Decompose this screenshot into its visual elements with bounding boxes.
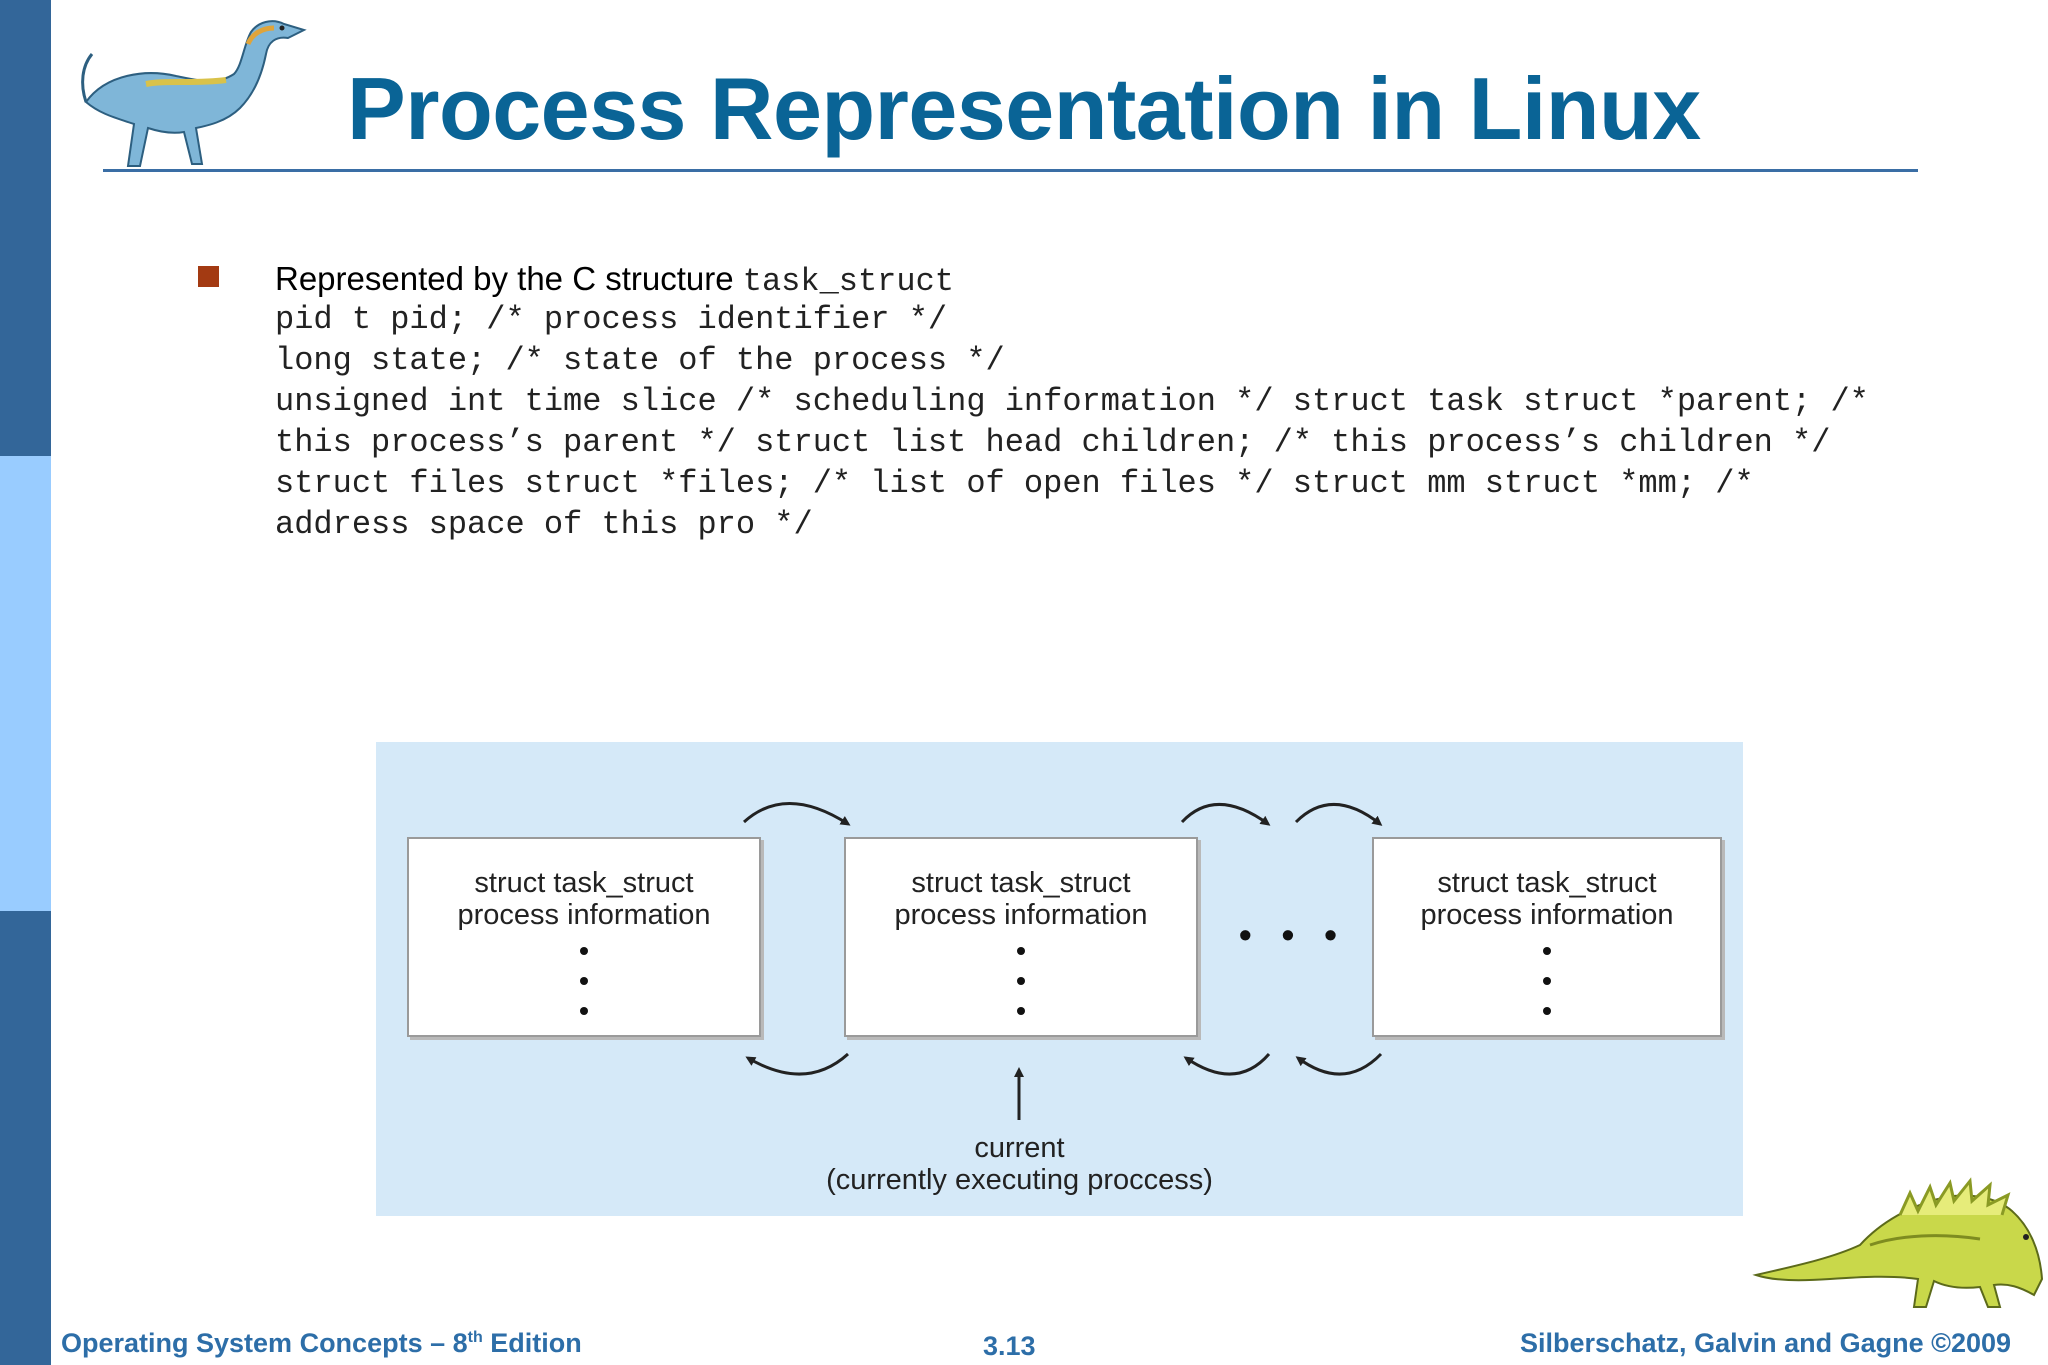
- prev-arrow-2: [1183, 1053, 1271, 1076]
- dinosaur-bottom-right-icon: [1752, 1177, 2044, 1308]
- box-line-2: process information: [457, 899, 711, 931]
- bullet-text: Represented by the C structure: [275, 260, 743, 297]
- code-line: address space of this pro */: [275, 506, 813, 543]
- ellipsis: • • •: [1239, 914, 1347, 955]
- next-arrow-2: [1180, 803, 1271, 826]
- footer-book-title-suffix: Edition: [482, 1328, 582, 1358]
- link-arrows: [742, 802, 1383, 1120]
- box-line-1: struct task_struct: [474, 867, 694, 899]
- footer-authors: Silberschatz, Galvin and Gagne ©2009: [1520, 1328, 2012, 1358]
- vertical-dots-icon: [580, 947, 588, 1037]
- bullet-code: task_struct: [742, 263, 954, 300]
- vertical-dots-icon: [1543, 947, 1551, 1037]
- box-line-2: process information: [1420, 899, 1674, 931]
- box-line-1: struct task_struct: [1437, 867, 1657, 899]
- prev-arrow-1: [745, 1052, 850, 1076]
- task-struct-box-3: struct task_struct process information: [1372, 837, 1722, 1037]
- prev-arrow-3: [1295, 1052, 1383, 1076]
- next-arrow-1: [742, 802, 851, 826]
- bullet-square-icon: [198, 266, 219, 287]
- slide-title: Process Representation in Linux: [347, 59, 1701, 158]
- vertical-dots-icon: [1017, 947, 1025, 1037]
- current-label-title: current: [974, 1132, 1065, 1164]
- next-arrow-3: [1294, 803, 1383, 826]
- dinosaur-top-left-icon: [81, 20, 307, 167]
- task-list-diagram: struct task_struct process information s…: [376, 742, 1743, 1216]
- bullet-text-line: Represented by the C structure task_stru…: [275, 258, 954, 302]
- sidebar-segment-middle: [0, 456, 51, 911]
- code-line: unsigned int time slice /* scheduling in…: [275, 383, 1869, 420]
- code-line: struct files struct *files; /* list of o…: [275, 465, 1754, 502]
- code-block: pid t pid; /* process identifier */ long …: [275, 299, 1869, 545]
- box-line-1: struct task_struct: [911, 867, 1131, 899]
- box-line-2: process information: [894, 899, 1148, 931]
- sidebar-segment-top: [0, 0, 51, 456]
- footer-book-title: Operating System Concepts – 8th Edition: [61, 1328, 582, 1359]
- sidebar-stripe: [0, 0, 51, 1365]
- task-struct-box-2: struct task_struct process information: [844, 837, 1198, 1037]
- title-underline: [103, 169, 1918, 172]
- footer-page-number: 3.13: [983, 1331, 1036, 1361]
- current-label-desc: (currently executing proccess): [826, 1164, 1213, 1196]
- code-line: this process’s parent */ struct list hea…: [275, 424, 1831, 461]
- current-label: current (currently executing proccess): [336, 1132, 1703, 1196]
- code-line: long state; /* state of the process */: [275, 342, 1005, 379]
- footer-book-title-text: Operating System Concepts – 8: [61, 1328, 468, 1358]
- footer-book-title-sup: th: [467, 1329, 483, 1346]
- task-struct-box-1: struct task_struct process information: [407, 837, 761, 1037]
- sidebar-segment-bottom: [0, 911, 51, 1365]
- code-line: pid t pid; /* process identifier */: [275, 301, 948, 338]
